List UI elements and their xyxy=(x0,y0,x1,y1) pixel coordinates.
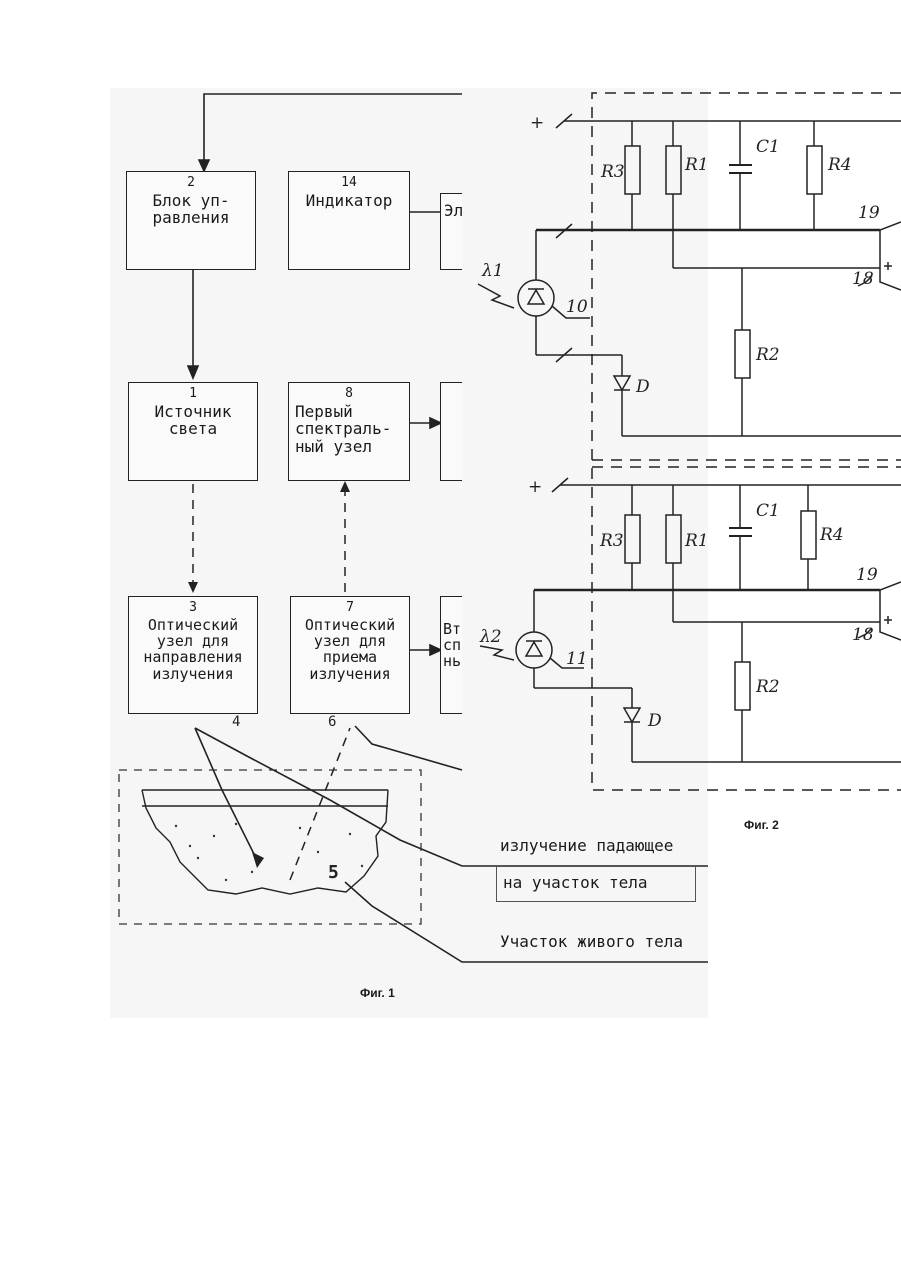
label-living-body-area: Участок живого тела xyxy=(500,932,683,951)
top-diode-d xyxy=(614,376,630,390)
top-plus-label: + xyxy=(530,113,544,133)
ray-end-arrow xyxy=(252,852,264,868)
top-r1-label: R1 xyxy=(684,155,709,175)
label-5: 5 xyxy=(328,862,339,883)
top-r2-label: R2 xyxy=(755,345,780,365)
label-incident-radiation: излучение падающее xyxy=(500,836,673,855)
bottom-photodiode-circle xyxy=(516,632,552,668)
feedback-line xyxy=(204,94,462,168)
top-r3-body xyxy=(625,146,640,194)
optical-path-body-to-7 xyxy=(290,728,350,880)
block-number: 14 xyxy=(289,176,409,190)
block-right-partial-1 xyxy=(440,382,462,481)
arrow-into-block2 xyxy=(199,160,209,171)
top-r3-label: R3 xyxy=(600,162,625,182)
bottom-photodiode-triangle xyxy=(526,642,542,656)
tissue-area xyxy=(119,770,421,924)
block-label: Оптический узел для приема излучения xyxy=(291,617,409,682)
block-label: Блок уп- равления xyxy=(127,192,255,227)
bottom-lambda-label: λ2 xyxy=(479,627,502,647)
block-number: 7 xyxy=(291,601,409,615)
arrow-into-block3 xyxy=(188,582,198,593)
top-r1-body xyxy=(666,146,681,194)
block-optical-emitter: 3 Оптический узел для направления излуче… xyxy=(128,596,258,714)
bottom-r3-body xyxy=(625,515,640,563)
top-light-zigzag xyxy=(478,284,514,308)
bottom-n18-label: 18 xyxy=(852,625,874,645)
bottom-opamp xyxy=(880,582,901,640)
fig2-caption: Фиг. 2 xyxy=(744,818,779,832)
block-number: 8 xyxy=(289,387,409,401)
top-n19-label: 19 xyxy=(858,203,880,223)
top-n18-label: 18 xyxy=(852,269,874,289)
block-label: Вт сп нь xyxy=(441,621,462,670)
incident-ray xyxy=(195,728,258,862)
block-indicator: 14 Индикатор xyxy=(288,171,410,270)
top-photodiode-circle xyxy=(518,280,554,316)
block-label: Источник света xyxy=(129,403,257,438)
bottom-r1-body xyxy=(666,515,681,563)
bottom-sensor-label: 11 xyxy=(566,649,588,669)
top-sensor-label: 10 xyxy=(566,297,588,317)
top-r4-label: R4 xyxy=(827,155,852,175)
line-6-right xyxy=(355,726,462,770)
block-number: 3 xyxy=(129,601,257,615)
block-label: Первый спектраль- ный узел xyxy=(289,403,409,455)
bottom-r4-label: R4 xyxy=(819,525,844,545)
block-second-spectral-partial: Вт сп нь xyxy=(440,596,462,714)
bottom-c1-label: C1 xyxy=(756,501,780,521)
bottom-light-zigzag xyxy=(480,646,514,660)
bottom-r1-label: R1 xyxy=(684,531,709,551)
fig2-circuits xyxy=(478,93,901,790)
top-r2-body xyxy=(735,330,750,378)
top-c1-label: C1 xyxy=(756,137,780,157)
label-incident-on-body: на участок тела xyxy=(496,866,696,902)
block-label: Оптический узел для направления излучени… xyxy=(129,617,257,682)
fig2-labels: + R3 R1 C1 R4 R2 D λ1 10 19 18 + R3 R1 C… xyxy=(479,113,880,731)
bottom-r2-label: R2 xyxy=(755,677,780,697)
tissue-dashed-frame xyxy=(119,770,421,924)
bottom-r4-body xyxy=(801,511,816,559)
label-6: 6 xyxy=(328,714,336,730)
circuit-bottom xyxy=(480,478,901,762)
block-label: Индикатор xyxy=(289,192,409,209)
block-number: 1 xyxy=(129,387,257,401)
top-photodiode-triangle xyxy=(528,290,544,304)
block-label: Эл xyxy=(441,202,462,219)
top-opamp xyxy=(880,222,901,290)
bottom-r3-label: R3 xyxy=(599,531,624,551)
bottom-r2-body xyxy=(735,662,750,710)
block-light-source: 1 Источник света xyxy=(128,382,258,481)
bottom-diode-d xyxy=(624,708,640,722)
block-first-spectral-unit: 8 Первый спектраль- ный узел xyxy=(288,382,410,481)
block-number: 2 xyxy=(127,176,255,190)
top-d-label: D xyxy=(635,377,650,397)
bottom-n19-label: 19 xyxy=(856,565,878,585)
arrow-into-block8 xyxy=(340,481,350,492)
top-lambda-label: λ1 xyxy=(481,261,504,281)
fig1-caption: Фиг. 1 xyxy=(360,986,395,1000)
bottom-plus-label: + xyxy=(528,477,542,497)
block-control-unit: 2 Блок уп- равления xyxy=(126,171,256,270)
block-optical-receiver: 7 Оптический узел для приема излучения xyxy=(290,596,410,714)
block-el-partial: Эл xyxy=(440,193,462,270)
bottom-d-label: D xyxy=(647,711,662,731)
fig2-outer-frame xyxy=(592,93,901,790)
arrow-into-block1 xyxy=(188,366,198,378)
top-r4-body xyxy=(807,146,822,194)
label-4: 4 xyxy=(232,714,240,730)
